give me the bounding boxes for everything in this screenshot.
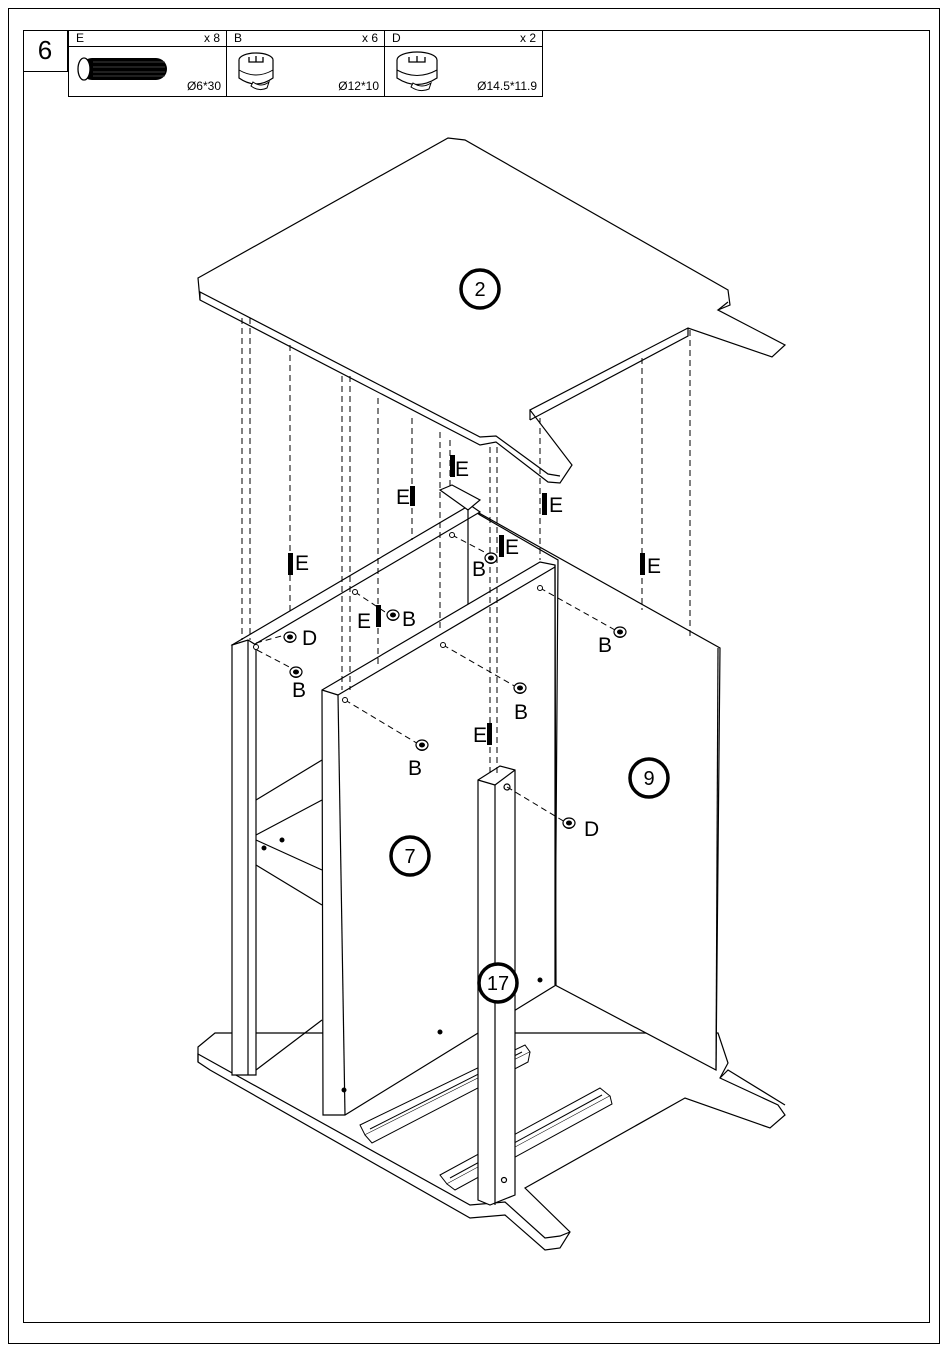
callout-e: E	[473, 724, 487, 747]
panel-number: 9	[643, 768, 654, 790]
panel-badge-top: 2	[461, 270, 499, 308]
panel-badge-left: 7	[391, 837, 429, 875]
callout-b: B	[514, 701, 528, 724]
callout-e: E	[357, 610, 371, 633]
top-panel	[198, 138, 785, 483]
callout-e: E	[549, 494, 563, 517]
panel-number: 17	[487, 973, 509, 995]
panel-number: 7	[404, 846, 415, 868]
callout-e: E	[647, 555, 661, 578]
panel-badge-post: 17	[479, 964, 517, 1002]
rear-post	[232, 640, 322, 1075]
callout-e: E	[396, 486, 410, 509]
callout-b: B	[408, 757, 422, 780]
panel-badge-right: 9	[630, 759, 668, 797]
callout-b: B	[292, 679, 306, 702]
callout-b: B	[402, 608, 416, 631]
callout-e: E	[455, 458, 469, 481]
callout-b: B	[472, 558, 486, 581]
callout-e: E	[295, 552, 309, 575]
callout-b: B	[598, 634, 612, 657]
panel-number: 2	[474, 279, 485, 301]
callout-e: E	[505, 536, 519, 559]
callout-d: D	[584, 818, 599, 841]
callout-d: D	[302, 627, 317, 650]
